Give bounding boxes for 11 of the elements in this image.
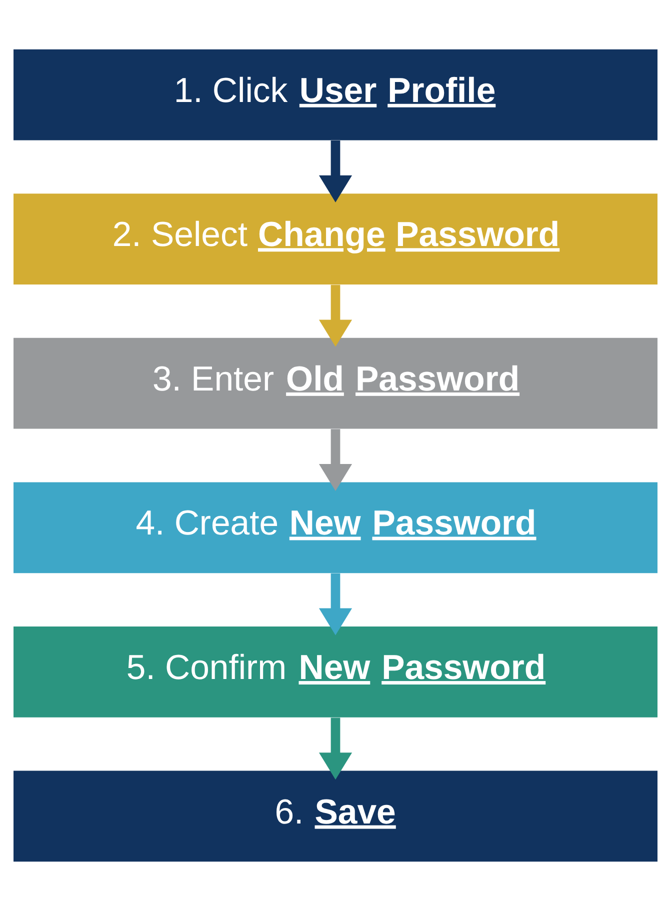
arrow xyxy=(318,572,352,635)
node-box: 2. Select Change Password xyxy=(14,193,658,284)
node-box: 1. Click User Profile xyxy=(14,48,658,140)
arrow xyxy=(318,428,352,490)
arrow xyxy=(318,717,352,780)
node-box: 6. Save xyxy=(14,770,658,862)
arrow xyxy=(318,284,352,346)
node-box: 4. Create New Password xyxy=(14,482,658,573)
node-box: 5. Confirm New Password xyxy=(14,626,658,717)
node-box: 3. Enter Old Password xyxy=(14,337,658,428)
arrow xyxy=(318,140,352,202)
